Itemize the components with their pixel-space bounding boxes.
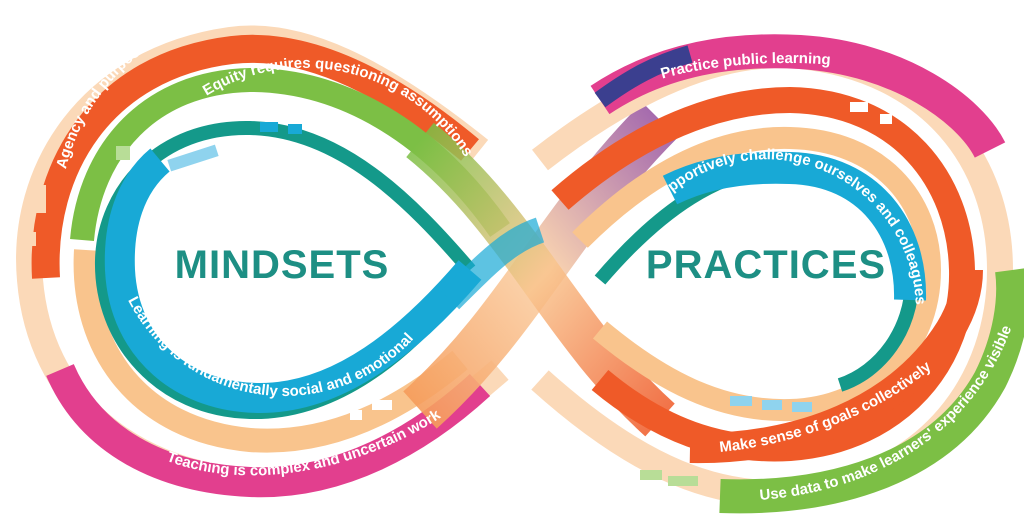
band-magenta-left xyxy=(46,363,491,498)
band-cross-cyan xyxy=(440,217,545,310)
practices-title: PRACTICES xyxy=(646,243,886,287)
band-peach-left-inner xyxy=(73,249,468,453)
band-cyan-right xyxy=(662,151,927,301)
mindsets-title: MINDSETS xyxy=(175,243,390,287)
band-cyan-left xyxy=(104,148,482,414)
band-green-right xyxy=(719,268,1024,514)
band-navy-right xyxy=(594,45,693,108)
decorative-dashes xyxy=(28,102,892,486)
band-orange-right-lower xyxy=(689,269,983,464)
band-orange-left xyxy=(31,34,479,279)
